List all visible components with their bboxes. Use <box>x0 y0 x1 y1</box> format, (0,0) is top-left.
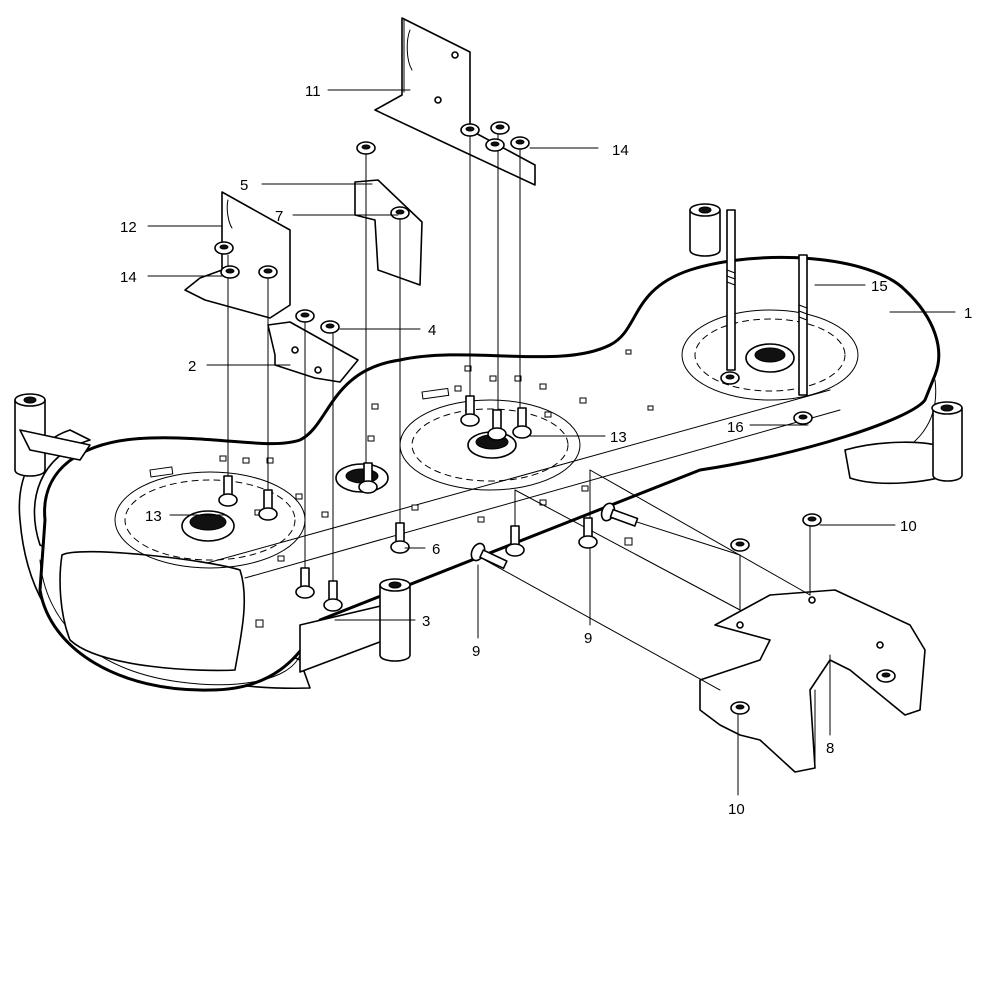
nut <box>793 411 813 425</box>
stud-15-left <box>726 209 736 371</box>
nut <box>802 513 822 527</box>
bolt <box>295 567 315 599</box>
bracket-12 <box>184 191 291 319</box>
nut <box>320 320 340 334</box>
mower-deck-housing <box>18 255 949 692</box>
nut <box>876 669 896 683</box>
bolt <box>358 462 378 494</box>
callout-leaders <box>147 89 956 796</box>
nuts-and-bolts <box>214 121 896 715</box>
bolt-horizontal <box>470 542 508 570</box>
nut <box>720 371 740 385</box>
callout-14-top: 14 <box>612 142 629 159</box>
nut <box>485 138 505 152</box>
left-wheel-post <box>14 393 91 477</box>
nut <box>356 141 376 155</box>
bolt <box>505 525 525 557</box>
left-spindle-area <box>114 471 306 569</box>
callout-7: 7 <box>275 208 283 225</box>
callout-6: 6 <box>432 541 440 558</box>
nut <box>730 538 750 552</box>
callout-10-bottom: 10 <box>728 801 745 818</box>
bolt <box>578 517 598 549</box>
callout-13-center: 13 <box>610 429 627 446</box>
callout-12: 12 <box>120 219 137 236</box>
right-spindle-area <box>681 309 859 401</box>
bracket-11 <box>374 17 536 186</box>
callout-8: 8 <box>826 740 834 757</box>
callout-labels: 11 14 5 7 12 14 4 2 15 1 16 13 13 6 3 10… <box>120 83 972 818</box>
rear-right-wheel-post <box>689 203 721 257</box>
nut <box>490 121 510 135</box>
bolt <box>487 409 507 441</box>
stud-15-right <box>798 254 808 396</box>
nut <box>220 265 240 279</box>
callout-15: 15 <box>871 278 888 295</box>
bolt <box>258 489 278 521</box>
bracket-8 <box>699 589 926 773</box>
bracket-5 <box>354 179 423 286</box>
callout-4: 4 <box>428 322 436 339</box>
nut <box>510 136 530 150</box>
front-center-wheel-post <box>379 578 411 662</box>
nut <box>214 241 234 255</box>
bolt-horizontal <box>600 502 639 527</box>
callout-16: 16 <box>727 419 744 436</box>
callout-2: 2 <box>188 358 196 375</box>
nut <box>390 206 410 220</box>
callout-13-left: 13 <box>145 508 162 525</box>
bolt <box>460 395 480 427</box>
callout-3: 3 <box>422 613 430 630</box>
callout-14-left: 14 <box>120 269 137 286</box>
nut <box>295 309 315 323</box>
bolt <box>323 580 343 612</box>
callout-9-right: 9 <box>584 630 592 647</box>
callout-5: 5 <box>240 177 248 194</box>
callout-9-left: 9 <box>472 643 480 660</box>
bolt <box>218 475 238 507</box>
nut <box>460 123 480 137</box>
bolt <box>512 407 532 439</box>
nut <box>730 701 750 715</box>
bolt <box>390 522 410 554</box>
bracket-2 <box>267 321 359 383</box>
callout-11: 11 <box>305 83 321 100</box>
callout-1: 1 <box>964 305 972 322</box>
callout-10-right: 10 <box>900 518 917 535</box>
deck-holes <box>149 349 654 628</box>
front-right-wheel-post <box>931 401 963 482</box>
nut <box>258 265 278 279</box>
